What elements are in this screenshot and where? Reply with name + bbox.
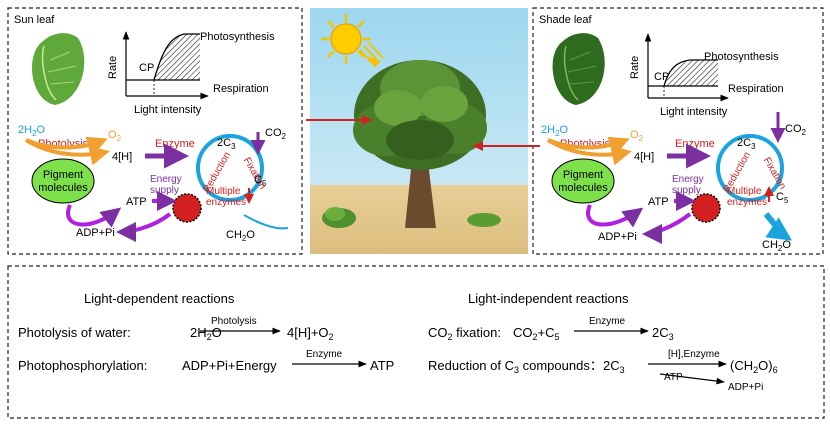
sun-graph-cp: CP — [139, 62, 154, 74]
shade-graph-cp: CP — [654, 71, 669, 83]
shade-graph-xlabel: Light intensity — [660, 106, 728, 118]
sun-atp: ATP — [126, 196, 147, 208]
eq1-right: 4[H]+O2 — [287, 325, 334, 342]
shade-graph-ylabel: Rate — [629, 56, 641, 79]
sun-water: 2H2O — [18, 124, 46, 138]
sun-rate-graph: Rate CP Photosynthesis Respiration Light… — [107, 31, 275, 116]
bush-right — [467, 213, 501, 227]
eq4-adp: ADP+Pi — [728, 382, 763, 393]
eq4-left: 2C3 — [603, 358, 625, 375]
eq2-right: ATP — [370, 358, 394, 373]
eq3-right: 2C3 — [652, 325, 674, 342]
shade-leaf-icon — [552, 33, 605, 105]
sun-cycle: 2H2O Photolysis O2 4[H] Enzyme 2C3 Fixat… — [18, 124, 289, 243]
shade-atp: ATP — [648, 196, 669, 208]
eq3-label: CO2 fixation: — [428, 325, 501, 342]
eq1-left: 2H2O — [190, 325, 222, 342]
shade-adp: ADP+Pi — [598, 231, 637, 243]
sun-leaf-panel: Sun leaf Rate CP Photosynthesis Respirat… — [14, 14, 289, 243]
sun-enzyme: Enzyme — [155, 138, 195, 150]
tree-scene — [310, 8, 528, 254]
sun-co2: CO2 — [265, 127, 287, 141]
shade-leaf-panel: Shade leaf Rate CP Photosynthesis Respir… — [539, 14, 807, 253]
shade-oxygen: O2 — [630, 129, 644, 143]
shade-leaf-frame — [532, 7, 824, 255]
sun-oxygen: O2 — [108, 129, 122, 143]
shade-graph-respiration: Respiration — [728, 83, 784, 95]
shade-water: 2H2O — [541, 124, 569, 138]
equations: Light-dependent reactions Light-independ… — [18, 291, 778, 393]
tree-canopy — [353, 60, 487, 170]
eq4-atp: ATP — [664, 372, 683, 383]
shade-rate-graph: Rate CP Photosynthesis Respiration Light… — [629, 33, 784, 118]
shade-c3: 2C3 — [737, 137, 756, 151]
shade-enzyme: Enzyme — [675, 138, 715, 150]
shade-graph-photosynthesis: Photosynthesis — [704, 51, 779, 63]
eq1-arrow-label: Photolysis — [211, 316, 257, 327]
shade-leaf-title: Shade leaf — [539, 14, 593, 26]
sun-graph-xlabel: Light intensity — [134, 104, 202, 116]
sun-graph-photosynthesis: Photosynthesis — [200, 31, 275, 43]
eq4-right: (CH2O)6 — [730, 358, 778, 375]
eq2-arrow-label: Enzyme — [306, 349, 343, 360]
eq3-left: CO2+C5 — [513, 325, 560, 342]
equations-frame — [7, 265, 825, 419]
light-dependent-title: Light-dependent reactions — [84, 291, 235, 306]
shade-c5: C5 — [776, 191, 789, 205]
shade-ch2o: CH2O — [762, 239, 791, 253]
eq1-label: Photolysis of water: — [18, 325, 131, 340]
sun-leaf-icon — [32, 33, 85, 105]
sun-c3: 2C3 — [217, 137, 236, 151]
sun-graph-respiration: Respiration — [213, 83, 269, 95]
light-independent-title: Light-independent reactions — [468, 291, 629, 306]
sun-c5: C5 — [254, 174, 267, 188]
shade-hydrogen: 4[H] — [634, 151, 654, 163]
eq4-label: Reduction of C3 compounds： — [428, 358, 603, 375]
eq2-label: Photophosphorylation: — [18, 358, 147, 373]
sun-ch2o: CH2O — [226, 229, 255, 243]
sun-leaf-frame — [7, 7, 303, 255]
eq2-left: ADP+Pi+Energy — [182, 358, 277, 373]
eq4-arrow-label: [H],Enzyme — [668, 349, 720, 360]
shade-cycle: 2H2O Photolysis O2 4[H] Enzyme 2C3 Fixat… — [541, 112, 807, 253]
sun-graph-ylabel: Rate — [107, 56, 119, 79]
shade-co2: CO2 — [785, 123, 807, 137]
eq3-arrow-label: Enzyme — [589, 316, 626, 327]
sun-hydrogen: 4[H] — [112, 151, 132, 163]
sun-icon — [321, 14, 371, 64]
sun-ray-arrows — [359, 41, 384, 68]
sun-leaf-title: Sun leaf — [14, 14, 55, 26]
sun-adp: ADP+Pi — [76, 227, 115, 239]
